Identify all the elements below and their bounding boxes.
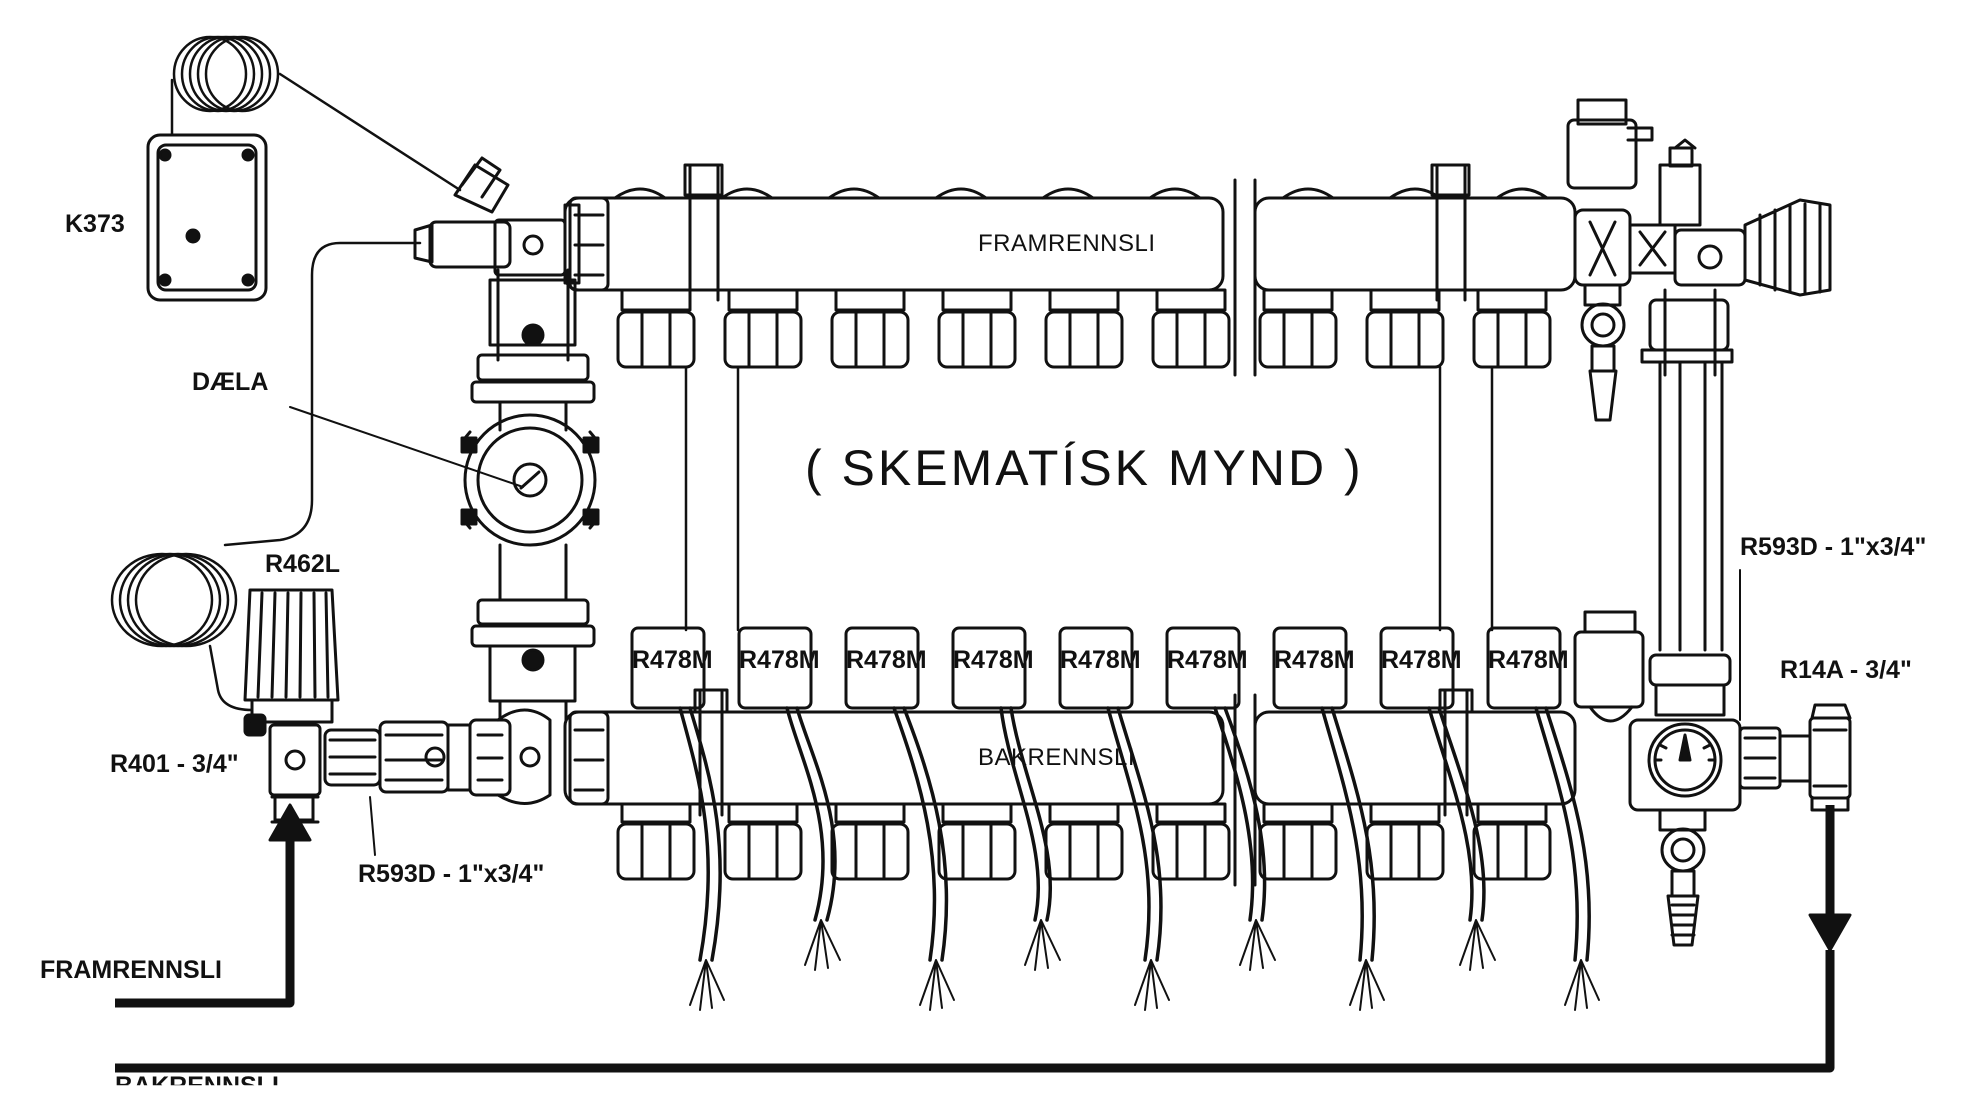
capillary-coil-left	[110, 552, 254, 712]
thermo-head-label: R462L	[265, 550, 341, 578]
bypass-pipe	[1658, 360, 1724, 652]
pump-assembly	[460, 268, 600, 722]
return-outlets	[616, 802, 1552, 881]
actuator-label: R478M	[1488, 646, 1569, 674]
actuator-label: R478M	[846, 646, 927, 674]
inlet-valve-label: R401 - 3/4"	[110, 750, 239, 778]
cable-ends	[689, 919, 1600, 1011]
actuator-label: R478M	[739, 646, 820, 674]
leader-lines	[289, 406, 1741, 856]
actuator-label: R478M	[1381, 646, 1462, 674]
actuator-label: R478M	[1167, 646, 1248, 674]
flow-return-label: BAKRENNSLI	[115, 1072, 279, 1100]
return-end-fittings	[1573, 610, 1742, 947]
adapter-right-label: R593D - 1"x3/4"	[1740, 533, 1927, 561]
actuator-label: R478M	[1274, 646, 1355, 674]
schematic-label: ( SKEMATÍSK MYND )	[805, 440, 1364, 496]
actuator-boxes	[630, 626, 1562, 710]
outlet-valve-label: R14A - 3/4"	[1780, 656, 1912, 684]
actuator-label: R478M	[953, 646, 1034, 674]
actuator-label: R478M	[1060, 646, 1141, 674]
return-rail-label: BAKRENNSLI	[978, 744, 1136, 771]
outlet-valve-r14a	[1738, 703, 1852, 812]
thermostat-label: K373	[65, 210, 125, 238]
supply-drain-valve	[1580, 283, 1626, 422]
supply-rail-label: FRAMRENNSLI	[978, 230, 1156, 257]
pump-label: DÆLA	[192, 368, 269, 396]
supply-end-fittings	[1566, 98, 1832, 377]
supply-brackets	[683, 163, 1471, 302]
riser-tubes	[684, 365, 1494, 632]
supply-outlets	[616, 288, 1552, 369]
flow-return-arrow	[115, 805, 1852, 1073]
actuator-label: R478M	[632, 646, 713, 674]
flow-in-label: FRAMRENNSLI	[40, 956, 222, 984]
capillary-coil-top	[170, 35, 462, 192]
actuator-cables	[678, 706, 1591, 962]
thermostat-k373	[146, 133, 268, 302]
flow-in-arrow	[115, 803, 312, 1008]
supply-union	[568, 196, 610, 292]
thermo-head-r462l	[243, 588, 340, 724]
capillary-wire-left	[223, 241, 422, 547]
adapter-left-label: R593D - 1"x3/4"	[358, 860, 545, 888]
